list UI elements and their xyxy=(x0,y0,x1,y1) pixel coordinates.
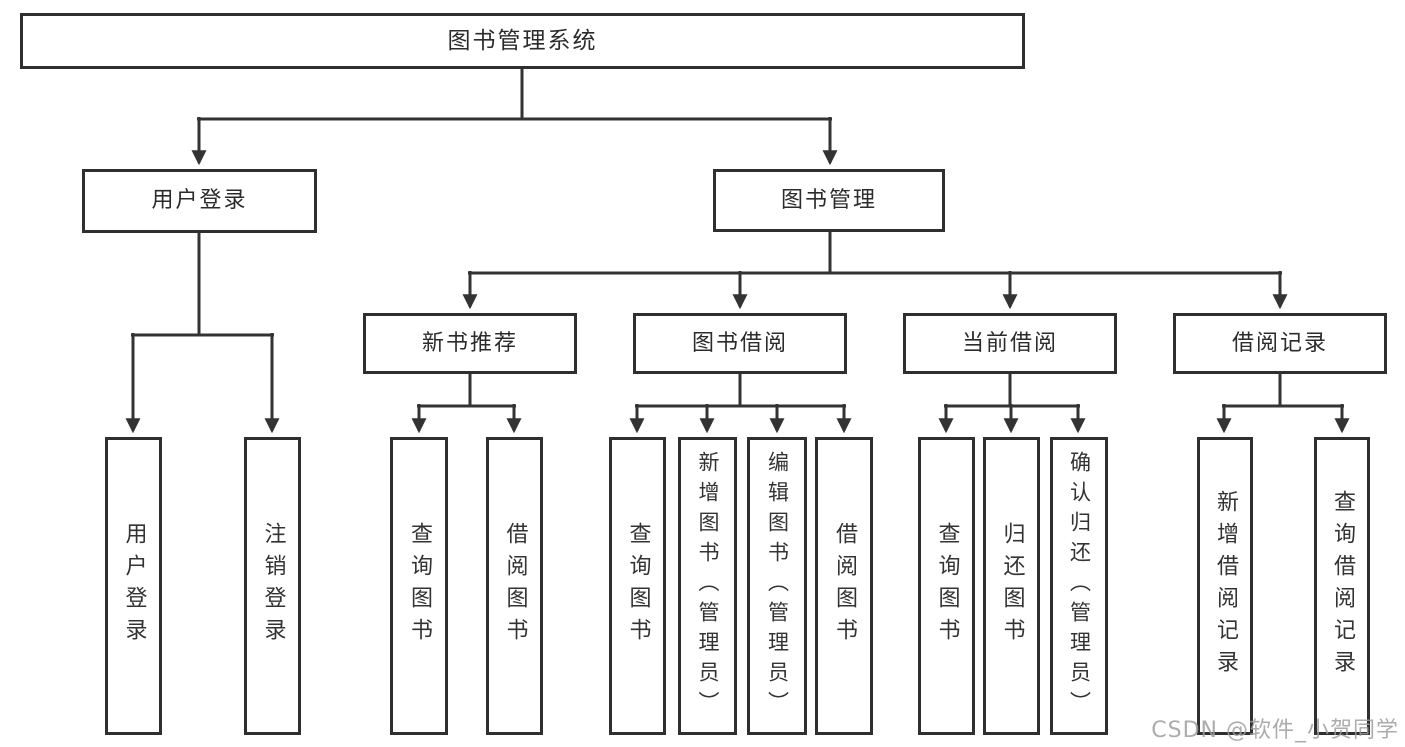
leaf-query-books-borrow: 查询图书 xyxy=(609,437,666,735)
leaf-query-borrow-record-label: 查询借阅记录 xyxy=(1330,490,1355,682)
leaf-add-borrow-record-label: 新增借阅记录 xyxy=(1213,490,1238,682)
leaf-logout-label: 注销登录 xyxy=(260,522,286,650)
node-current-borrow: 当前借阅 xyxy=(903,313,1117,374)
leaf-add-book-admin-label: 新增图书（管理员） xyxy=(696,451,720,721)
node-borrow-record-label: 借阅记录 xyxy=(1231,330,1328,356)
node-new-book-recommend-label: 新书推荐 xyxy=(421,330,518,356)
node-user-login-label: 用户登录 xyxy=(151,188,248,213)
leaf-query-books-borrow-label: 查询图书 xyxy=(625,522,651,650)
leaf-add-borrow-record: 新增借阅记录 xyxy=(1197,437,1253,735)
node-borrow-record: 借阅记录 xyxy=(1173,313,1387,374)
leaf-query-books-recommend-label: 查询图书 xyxy=(407,522,432,650)
node-user-login: 用户登录 xyxy=(82,169,317,233)
leaf-logout: 注销登录 xyxy=(244,437,301,735)
leaf-user-login-label: 用户登录 xyxy=(121,522,147,650)
leaf-query-books-current-label: 查询图书 xyxy=(934,522,960,650)
leaf-query-books-current: 查询图书 xyxy=(918,437,975,735)
node-book-management: 图书管理 xyxy=(713,169,945,232)
leaf-user-login: 用户登录 xyxy=(105,437,162,735)
node-library-system: 图书管理系统 xyxy=(20,13,1025,69)
leaf-borrow-books-recommend: 借阅图书 xyxy=(486,437,543,735)
node-book-management-label: 图书管理 xyxy=(780,187,877,213)
leaf-return-books-label: 归还图书 xyxy=(999,522,1025,650)
leaf-confirm-return-admin-label: 确认归还（管理员） xyxy=(1067,451,1092,721)
leaf-return-books: 归还图书 xyxy=(983,437,1040,735)
leaf-query-borrow-record: 查询借阅记录 xyxy=(1314,437,1370,735)
leaf-query-books-recommend: 查询图书 xyxy=(390,437,448,735)
leaf-borrow-books-label: 借阅图书 xyxy=(832,522,857,650)
leaf-add-book-admin: 新增图书（管理员） xyxy=(678,437,737,735)
leaf-borrow-books-recommend-label: 借阅图书 xyxy=(502,522,528,650)
node-library-system-label: 图书管理系统 xyxy=(447,27,598,54)
node-book-borrow-label: 图书借阅 xyxy=(691,330,788,356)
node-current-borrow-label: 当前借阅 xyxy=(961,330,1058,356)
leaf-edit-book-admin: 编辑图书（管理员） xyxy=(747,437,807,735)
csdn-watermark: CSDN @软件_小贺同学 xyxy=(1151,718,1399,743)
leaf-borrow-books: 借阅图书 xyxy=(815,437,873,735)
leaf-edit-book-admin-label: 编辑图书（管理员） xyxy=(765,451,790,721)
node-book-borrow: 图书借阅 xyxy=(633,313,847,374)
leaf-confirm-return-admin: 确认归还（管理员） xyxy=(1050,437,1108,735)
node-new-book-recommend: 新书推荐 xyxy=(363,313,577,374)
